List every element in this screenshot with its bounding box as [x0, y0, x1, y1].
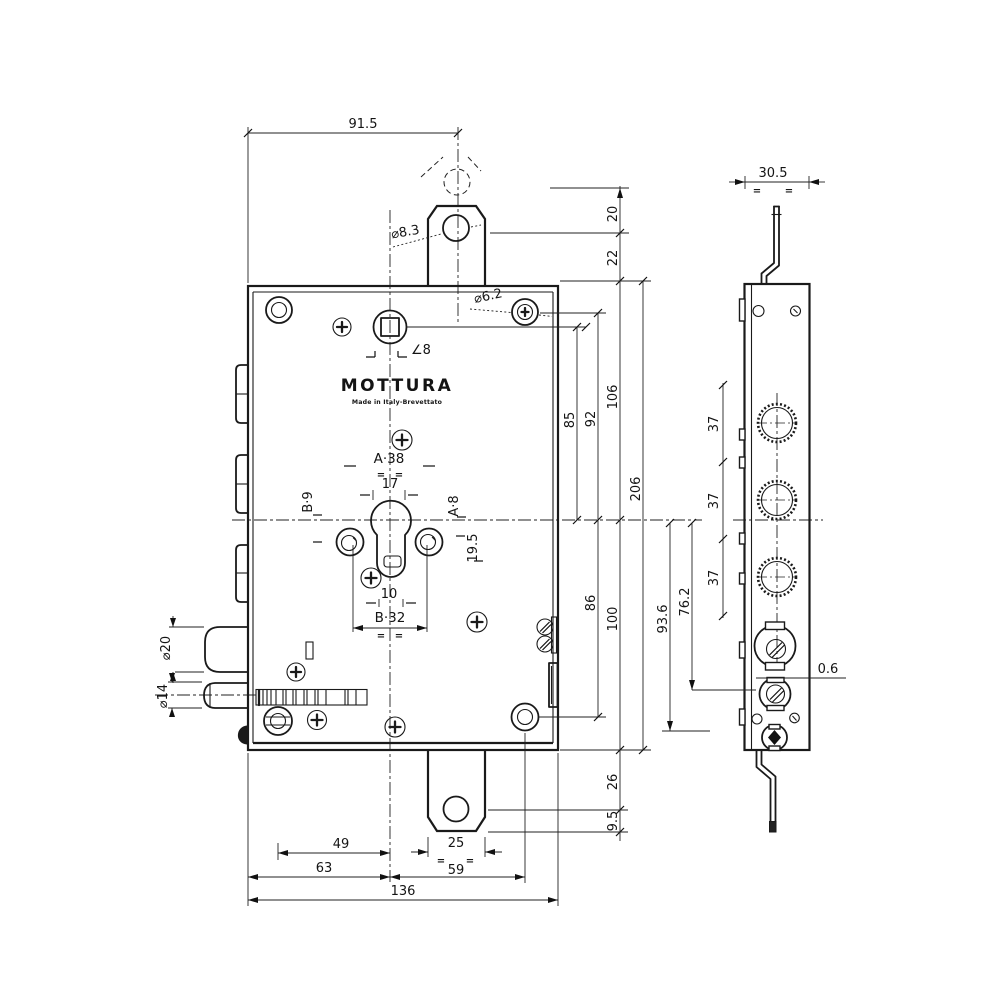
- screw-top: [332, 317, 352, 337]
- dim-a8: A·8: [447, 495, 462, 516]
- screw-bottom-center: [384, 716, 406, 738]
- dim-dia-8-3: ⌀8.3: [390, 223, 421, 243]
- bottom-control-rod: [755, 749, 777, 833]
- top-tab-phantom-position: [420, 156, 482, 196]
- dim-206: 206: [629, 477, 644, 502]
- euro-cylinder-hole: [370, 499, 412, 578]
- dim-angle-8: ∠8: [411, 343, 431, 358]
- right-edge-screws: [536, 616, 558, 654]
- dim-100: 100: [606, 607, 621, 632]
- brand-label: MOTTURA: [341, 376, 454, 396]
- screw-bottom-left: [306, 709, 328, 731]
- cylinder-rosette-right: [414, 527, 444, 557]
- adjuster-small: [758, 676, 792, 712]
- dim-93-6: 93.6: [656, 605, 671, 634]
- dim-10: 10: [381, 587, 398, 602]
- latch-bolt: [204, 626, 249, 673]
- mounting-hole-top-right: [511, 298, 539, 326]
- dim-0-6: 0.6: [818, 662, 839, 677]
- right-edge-bracket: [548, 662, 559, 708]
- screw-mid-right: [466, 611, 488, 633]
- deadbolt-knurled-holes: [756, 402, 798, 598]
- adjuster-large: [753, 621, 797, 671]
- dim-49: 49: [333, 837, 350, 852]
- dim-a38: A·38: [374, 451, 405, 467]
- dim-22: 22: [606, 250, 621, 267]
- cylinder-rosette-left: [335, 527, 365, 557]
- lock-case: [246, 284, 560, 752]
- dim-dia-6-2: ⌀6.2: [473, 286, 504, 307]
- dimension-labels: 91.5 ⌀8.3 ⌀6.2 ∠8 A·38 = = 17 B·9 A·8 19…: [156, 117, 838, 899]
- sym-eq: =: [437, 856, 445, 867]
- brand-tagline: Made in Italy-Brevettato: [352, 399, 442, 406]
- mounting-hole-bottom-left: [263, 706, 293, 736]
- mounting-hole-bottom-right: [510, 702, 540, 732]
- sym-eq: =: [753, 186, 761, 197]
- dim-85: 85: [563, 412, 578, 429]
- dim-17: 17: [382, 477, 399, 492]
- dim-136: 136: [391, 884, 416, 899]
- dim-9-5: 9.5: [606, 811, 621, 832]
- dim-59: 59: [448, 863, 465, 878]
- dim-63: 63: [316, 861, 333, 876]
- sym-eq: =: [395, 631, 403, 642]
- dim-37-bottom: 37: [707, 570, 722, 587]
- sym-eq: =: [466, 856, 474, 867]
- mounting-hole-top-left: [265, 296, 293, 324]
- dim-26: 26: [606, 774, 621, 791]
- dim-30-5: 30.5: [759, 166, 788, 181]
- dim-25: 25: [448, 836, 465, 851]
- screw-lower-left: [286, 662, 306, 682]
- dim-91-5: 91.5: [349, 117, 378, 132]
- centerlines: [155, 127, 823, 882]
- screw-below-cylinder: [360, 567, 382, 589]
- dim-dia-14: ⌀14: [156, 684, 171, 708]
- dim-92: 92: [584, 411, 599, 428]
- serrated-rack: [255, 688, 368, 707]
- auxiliary-pin: [203, 682, 249, 709]
- sym-eq: =: [377, 470, 385, 481]
- screw-upper-mid: [391, 429, 413, 451]
- top-fixing-tab: [426, 204, 487, 286]
- slot-cutout: [305, 641, 314, 660]
- dim-76-2: 76.2: [678, 588, 693, 617]
- diamond-screw: [761, 723, 788, 752]
- dim-37-mid: 37: [707, 493, 722, 510]
- phillips-screws: [286, 317, 488, 738]
- sym-eq: =: [785, 186, 793, 197]
- sym-eq: =: [395, 470, 403, 481]
- dim-19-5: 19.5: [466, 534, 481, 563]
- top-control-rod: [760, 205, 782, 285]
- spindle-square-hole: [366, 309, 408, 358]
- dim-106: 106: [606, 385, 621, 410]
- edge-rivet-bump: [237, 725, 248, 745]
- faceplate-lower-holes: [751, 712, 800, 725]
- dimension-lines: [168, 127, 846, 906]
- sym-eq: =: [377, 631, 385, 642]
- edge-deadbolt-tabs: [235, 364, 249, 603]
- dim-dia-20: ⌀20: [159, 636, 174, 660]
- dim-86: 86: [584, 595, 599, 612]
- dim-37-top: 37: [707, 416, 722, 433]
- faceplate-top-holes: [752, 304, 802, 318]
- dim-20: 20: [606, 206, 621, 223]
- dim-b32: B·32: [375, 610, 406, 626]
- bottom-fixing-tab: [426, 750, 487, 833]
- dim-b9: B·9: [301, 491, 316, 512]
